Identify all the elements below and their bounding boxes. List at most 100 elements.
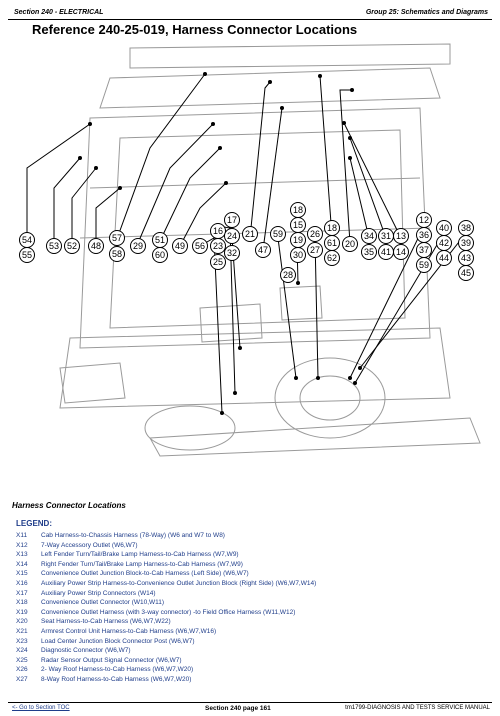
legend-desc: Seat Harness-to-Cab Harness (W6,W7,W22) (41, 618, 171, 626)
svg-text:16: 16 (213, 226, 223, 236)
legend-code: X11 (16, 532, 28, 539)
legend-desc: Left Fender Turn/Tail/Brake Lamp Harness… (41, 551, 239, 559)
svg-text:35: 35 (364, 247, 374, 257)
legend-item: X16 Auxiliary Power Strip Harness-to-Conv… (16, 579, 316, 589)
legend-code: X26 (16, 666, 28, 674)
svg-text:44: 44 (439, 253, 449, 263)
legend-desc: Cab Harness-to-Chassis Harness (78-Way) … (41, 532, 225, 539)
svg-text:48: 48 (91, 241, 101, 251)
svg-text:19: 19 (293, 235, 303, 245)
footer-rule (8, 702, 492, 703)
legend-code: X23 (16, 637, 28, 645)
legend-item: X26 2- Way Roof Harness-to-Cab Harness (W… (16, 665, 316, 675)
legend-code: X16 (16, 579, 28, 587)
svg-text:23: 23 (213, 241, 223, 251)
legend-desc: Load Center Junction Block Connector Pos… (41, 637, 195, 645)
legend-code: X18 (16, 599, 28, 607)
legend-code: X21 (16, 627, 28, 635)
svg-text:25: 25 (213, 257, 223, 267)
svg-text:30: 30 (293, 250, 303, 260)
legend-desc: 2- Way Roof Harness-to-Cab Harness (W6,W… (41, 666, 194, 674)
footer-manual-name: tm1799-DIAGNOSIS AND TESTS SERVICE MANUA… (345, 705, 490, 711)
svg-text:39: 39 (461, 238, 471, 248)
legend-desc: Convenience Outlet Junction Block-to-Cab… (41, 570, 249, 578)
svg-text:17: 17 (227, 215, 237, 225)
legend-code: X27 (16, 675, 28, 683)
svg-text:57: 57 (112, 233, 122, 243)
svg-text:40: 40 (439, 223, 449, 233)
legend-item: X12 7-Way Accessory Outlet (W6,W7) (16, 541, 316, 551)
svg-text:61: 61 (327, 238, 337, 248)
legend-desc: 8-Way Roof Harness-to-Cab Harness (W6,W7… (41, 675, 192, 683)
svg-text:59: 59 (273, 229, 283, 239)
legend-desc: Auxiliary Power Strip Connectors (W14) (41, 589, 156, 597)
svg-text:15: 15 (293, 220, 303, 230)
svg-text:18: 18 (327, 223, 337, 233)
svg-text:12: 12 (419, 215, 429, 225)
svg-text:42: 42 (439, 238, 449, 248)
tractor-drawing: 54 55 53 52 48 57 58 29 51 60 49 56 17 1… (19, 43, 481, 457)
callout-column: 54 55 (19, 232, 35, 263)
svg-text:31: 31 (381, 231, 391, 241)
svg-text:52: 52 (67, 241, 77, 251)
svg-text:26: 26 (310, 229, 320, 239)
svg-text:53: 53 (49, 241, 59, 251)
svg-text:55: 55 (22, 250, 32, 260)
svg-text:62: 62 (327, 253, 337, 263)
svg-text:32: 32 (227, 248, 237, 258)
section-toc-link[interactable]: <- Go to Section TOC (12, 705, 70, 711)
legend-desc: Armrest Control Unit Harness-to-Cab Harn… (41, 627, 217, 635)
legend-desc: Radar Sensor Output Signal Connector (W6… (41, 656, 182, 664)
svg-text:38: 38 (461, 223, 471, 233)
legend-item: X21 Armrest Control Unit Harness-to-Cab H… (16, 627, 316, 637)
svg-text:27: 27 (310, 245, 320, 255)
svg-text:47: 47 (258, 245, 268, 255)
svg-text:56: 56 (195, 241, 205, 251)
legend-code: X17 (16, 589, 28, 597)
header-group: Group 25: Schematics and Diagrams (365, 9, 488, 16)
svg-text:29: 29 (133, 241, 143, 251)
legend-desc: 7-Way Accessory Outlet (W6,W7) (41, 541, 138, 549)
svg-text:45: 45 (461, 268, 471, 278)
page-title: Reference 240-25-019, Harness Connector … (32, 22, 358, 37)
legend-item: X23 Load Center Junction Block Connector … (16, 637, 316, 647)
legend-code: X24 (16, 647, 28, 655)
svg-text:28: 28 (283, 270, 293, 280)
legend-item: X13 Left Fender Turn/Tail/Brake Lamp Harn… (16, 550, 316, 560)
svg-text:49: 49 (175, 241, 185, 251)
svg-text:41: 41 (381, 247, 391, 257)
legend-desc: Diagnostic Connector (W6,W7) (41, 647, 131, 655)
legend-item: X11 Cab Harness-to-Chassis Harness (78-Wa… (16, 531, 316, 541)
svg-text:54: 54 (22, 235, 32, 245)
legend-desc: Convenience Outlet Harness (with 3-way c… (41, 608, 296, 616)
svg-text:36: 36 (419, 230, 429, 240)
legend-code: X12 (16, 541, 28, 549)
legend-item: X19 Convenience Outlet Harness (with 3-wa… (16, 608, 316, 618)
svg-text:14: 14 (396, 247, 406, 257)
page-header: Section 240 - ELECTRICAL Group 25: Schem… (6, 6, 494, 18)
header-section: Section 240 - ELECTRICAL (14, 9, 104, 16)
connector-diagram: 54 55 53 52 48 57 58 29 51 60 49 56 17 1… (0, 38, 500, 458)
svg-text:37: 37 (419, 245, 429, 255)
svg-text:58: 58 (112, 249, 122, 259)
svg-text:13: 13 (396, 231, 406, 241)
svg-text:21: 21 (245, 229, 255, 239)
svg-text:34: 34 (364, 231, 374, 241)
svg-text:51: 51 (155, 235, 165, 245)
legend-desc: Right Fender Turn/Tail/Brake Lamp Harnes… (41, 560, 243, 568)
legend-list: X11 Cab Harness-to-Chassis Harness (78-Wa… (16, 531, 316, 685)
header-rule (8, 19, 492, 20)
svg-text:43: 43 (461, 253, 471, 263)
svg-text:59: 59 (419, 260, 429, 270)
legend-desc: Auxiliary Power Strip Harness-to-Conveni… (41, 579, 317, 587)
section-title: Harness Connector Locations (12, 501, 126, 510)
legend-code: X14 (16, 560, 28, 568)
legend-code: X19 (16, 608, 28, 616)
legend-item: X24 Diagnostic Connector (W6,W7) (16, 646, 316, 656)
svg-text:60: 60 (155, 250, 165, 260)
legend-item: X14 Right Fender Turn/Tail/Brake Lamp Har… (16, 560, 316, 570)
svg-text:24: 24 (227, 231, 237, 241)
legend-code: X13 (16, 551, 28, 559)
